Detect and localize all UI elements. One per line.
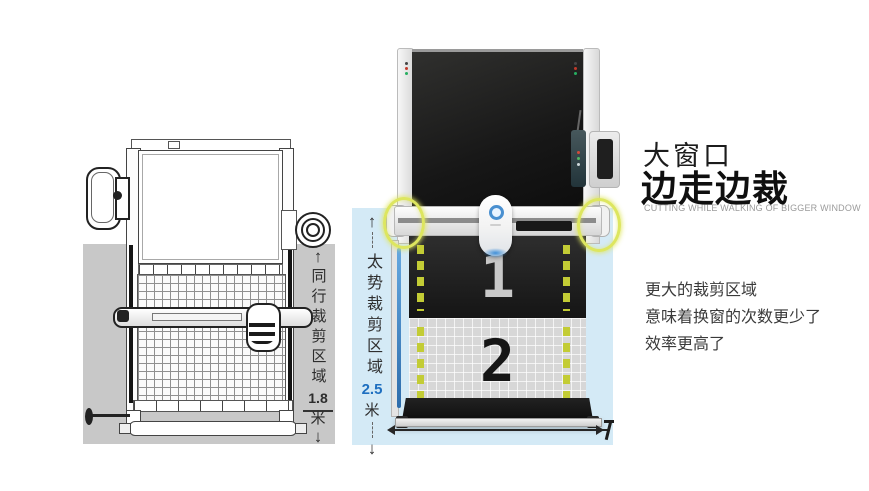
- highlight-circle-left: [383, 197, 425, 249]
- panel-top-edge: [412, 49, 583, 53]
- dimension-line: [393, 429, 598, 431]
- status-led-stack-left: [405, 62, 408, 75]
- roller-cap-right: [295, 423, 307, 434]
- tape-reel-hub: [306, 223, 320, 237]
- subtitle-english: CUTTING WHILE WALKING OF BIGGER WINDOW: [644, 203, 861, 213]
- cutting-head-stripes: [249, 323, 275, 344]
- blue-guide-rail: [397, 248, 401, 408]
- title-line-1: 大窗口: [643, 141, 733, 171]
- led-dot-green: [574, 72, 577, 75]
- cutting-zone-2: 2: [409, 318, 586, 403]
- bottom-rail: [133, 400, 293, 412]
- led-dot-red: [574, 67, 577, 70]
- crank-stem: [598, 429, 610, 431]
- body-text: 更大的裁剪区域 意味着换窗的次数更少了 效率更高了: [645, 277, 821, 359]
- marker-column: [417, 327, 424, 398]
- status-led-stack-right: [574, 62, 577, 75]
- dashed-extension-line: [371, 422, 373, 438]
- annotation-unit: 米: [310, 410, 326, 427]
- cutter-beam-motor: [117, 310, 129, 322]
- arrow-down-icon: ↓: [313, 427, 323, 446]
- marker-column: [563, 327, 570, 398]
- side-mount-knob: [113, 191, 122, 200]
- title-line-2: 边走边裁: [641, 168, 790, 209]
- led-dot-red: [405, 67, 408, 70]
- led-dot-green: [405, 72, 408, 75]
- machine-base: [402, 398, 593, 420]
- crank-top: [604, 420, 614, 423]
- body-line: 效率更高了: [645, 336, 726, 354]
- annotation-value: 1.8: [308, 390, 328, 406]
- material-roller: [129, 421, 297, 436]
- upper-panel: [138, 150, 283, 264]
- marker-column: [417, 245, 424, 311]
- controller-led-white: [577, 163, 580, 166]
- highlight-circle-right: [577, 198, 621, 252]
- cutter-beam-tool-slot: [516, 221, 572, 231]
- side-controller: [571, 130, 586, 187]
- led-dot: [405, 62, 408, 65]
- crank-disc: [85, 408, 93, 425]
- led-dot: [574, 62, 577, 65]
- controller-led-green: [577, 157, 580, 160]
- dashed-extension-line: [371, 232, 373, 248]
- base-rail: [395, 418, 602, 427]
- body-line: 意味着换窗的次数更少了: [645, 309, 822, 327]
- controller-led-red: [577, 151, 580, 154]
- machine-top-notch: [168, 141, 180, 149]
- arrow-up-icon: ↑: [367, 212, 377, 231]
- cutter-beam-slot: [152, 313, 242, 321]
- roller-cap-left: [119, 423, 131, 434]
- annotation-label: 太势裁剪区域: [364, 253, 381, 379]
- dimension-arrow-left: [387, 425, 395, 435]
- black-window-panel: [412, 52, 583, 212]
- controller-dock-slot: [597, 139, 613, 179]
- annotation-unit: 米: [364, 402, 380, 419]
- tape-reel-middle: [301, 218, 325, 242]
- crank-rod: [92, 414, 130, 417]
- pod-blue-glow: [483, 248, 508, 258]
- zone-2-digit: 2: [480, 326, 515, 395]
- pod-logo-ring: [489, 205, 504, 220]
- side-control-unit-inner: [91, 172, 114, 223]
- marker-column: [563, 245, 570, 311]
- annotation-label: 同行裁剪区域: [309, 268, 327, 388]
- pod-slit: [490, 224, 501, 226]
- body-line: 更大的裁剪区域: [645, 282, 758, 299]
- roller-axle-rod: [303, 410, 333, 412]
- annotation-value: 2.5: [361, 381, 383, 398]
- product-cutting-area-annotation: ↑ 太势裁剪区域 2.5 米 ↓: [356, 213, 388, 457]
- arrow-up-icon: ↑: [313, 247, 323, 266]
- competitor-cutting-area-annotation: ↑ 同行裁剪区域 1.8 米 ↓: [302, 248, 334, 445]
- arrow-down-icon: ↓: [367, 439, 377, 458]
